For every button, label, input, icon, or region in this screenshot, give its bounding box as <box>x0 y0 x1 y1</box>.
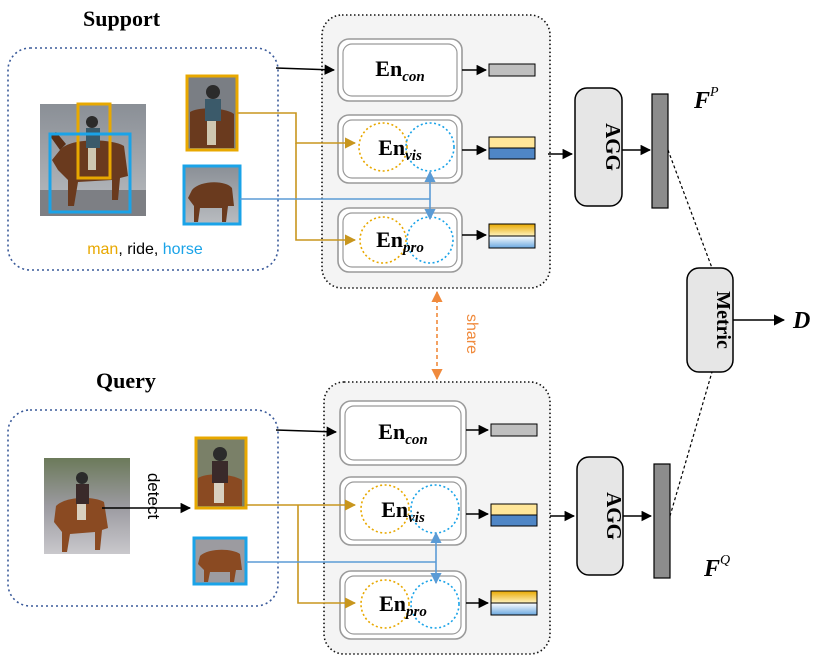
query-pro-feature-bottom <box>490 602 538 616</box>
support-agg-label: AGG <box>601 123 625 171</box>
support-to-en-con-arrow <box>275 64 336 75</box>
query-en-pro-label: Enpro <box>379 591 427 620</box>
query-to-metric-dashed-line <box>669 371 713 517</box>
query-feature-label: FQ <box>703 553 730 582</box>
query-en-con-inner <box>344 405 462 461</box>
support-pro-subject-circle <box>359 216 407 264</box>
query-prototype-feature <box>653 463 671 579</box>
support-subject-bbox <box>76 102 112 180</box>
query-pro-object-circle <box>410 579 460 629</box>
query-vis-feature-top <box>490 503 538 516</box>
query-en-vis-label: Envis <box>381 497 425 526</box>
query-input-box <box>7 409 279 607</box>
query-en-con-label: Encon <box>378 419 427 448</box>
support-subject-to-vis-line <box>237 112 357 149</box>
query-pro-subject-circle <box>360 579 410 629</box>
query-pro-feature-top <box>490 590 538 604</box>
support-en-vis-inner <box>342 119 458 179</box>
support-to-metric-dashed-line <box>667 149 713 269</box>
support-caption: man, ride, horse <box>87 241 203 258</box>
caption-object: horse <box>163 241 203 258</box>
support-vis-feature-top <box>488 136 536 149</box>
support-en-vis-label: Envis <box>378 135 422 164</box>
support-object-crop <box>182 164 242 226</box>
support-subject-to-pro-line <box>295 143 357 246</box>
caption-predicate: , ride, <box>118 241 162 258</box>
query-object-crop <box>192 536 248 586</box>
support-pro-object-circle <box>406 216 454 264</box>
support-title: Support <box>83 6 161 31</box>
query-title: Query <box>96 368 156 393</box>
query-vis-subject-circle <box>360 484 410 534</box>
support-vis-subject-circle <box>358 122 408 172</box>
query-to-en-con-arrow <box>275 426 338 437</box>
metric-label: Metric <box>712 291 734 349</box>
query-con-feature <box>490 423 538 437</box>
support-object-bbox <box>48 132 132 214</box>
support-pro-feature-bottom <box>488 235 536 249</box>
support-feature-label: FP <box>693 85 719 114</box>
support-prototype-feature <box>651 93 669 209</box>
query-en-vis-inner <box>344 481 462 541</box>
support-en-con-label: Encon <box>375 56 424 85</box>
query-subject-to-pro-line <box>297 505 357 609</box>
support-input-box <box>7 47 279 271</box>
detect-label: detect <box>144 473 163 520</box>
support-pro-feature-top <box>488 223 536 237</box>
support-subject-crop <box>185 74 239 152</box>
support-agg-box <box>574 87 623 207</box>
support-en-pro-label: Enpro <box>376 227 424 256</box>
output-label: D <box>792 308 810 334</box>
query-photo <box>44 458 130 554</box>
query-subject-crop <box>194 436 248 510</box>
query-agg-label: AGG <box>602 492 626 540</box>
query-vis-feature-bottom <box>490 514 538 527</box>
support-con-feature <box>488 63 536 77</box>
share-label: share <box>463 314 480 354</box>
caption-subject: man <box>87 241 118 258</box>
support-en-con-inner <box>342 43 458 97</box>
support-vis-feature-bottom <box>488 147 536 160</box>
